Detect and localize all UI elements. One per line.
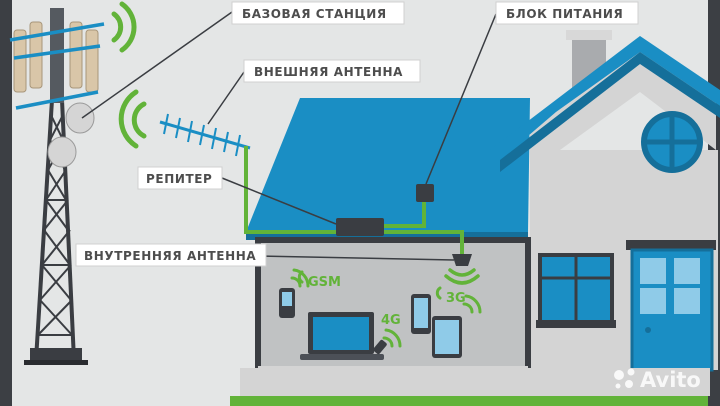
leader-lines — [81, 11, 497, 261]
label-repeater: РЕПИТЕР — [137, 166, 223, 190]
svg-text:БАЗОВАЯ СТАНЦИЯ: БАЗОВАЯ СТАНЦИЯ — [242, 7, 387, 21]
svg-text:БЛОК ПИТАНИЯ: БЛОК ПИТАНИЯ — [506, 7, 623, 21]
watermark-text: Avito — [640, 368, 701, 392]
label-external-antenna: ВНЕШНЯЯ АНТЕННА — [243, 59, 421, 83]
phone-device — [279, 268, 310, 318]
cable — [244, 202, 464, 254]
ground-line — [230, 396, 708, 406]
tablet-device — [432, 294, 482, 358]
laptop-device — [300, 312, 402, 360]
gsm-label: GSM — [308, 275, 341, 290]
label-base-station: БАЗОВАЯ СТАНЦИЯ — [231, 1, 405, 25]
usb-modem-device — [373, 339, 387, 355]
3g-label: 3G — [446, 291, 466, 306]
label-power-unit: БЛОК ПИТАНИЯ — [495, 1, 639, 25]
svg-text:ВНУТРЕННЯЯ АНТЕННА: ВНУТРЕННЯЯ АНТЕННА — [84, 249, 256, 263]
smartphone-device — [411, 294, 431, 334]
cell-tower — [9, 1, 137, 365]
svg-text:ВНЕШНЯЯ АНТЕННА: ВНЕШНЯЯ АНТЕННА — [254, 65, 403, 79]
4g-label: 4G — [381, 313, 401, 328]
3g-signal-icon — [435, 286, 442, 300]
repeater-unit — [336, 218, 384, 236]
avito-watermark: Avito — [614, 368, 701, 392]
left-dark-edge — [0, 0, 12, 406]
gsm-signal-icon — [297, 270, 304, 284]
house — [240, 30, 720, 396]
power-supply-unit — [416, 184, 434, 202]
internal-antenna — [444, 254, 480, 285]
svg-text:РЕПИТЕР: РЕПИТЕР — [146, 172, 212, 186]
external-antenna — [118, 89, 251, 210]
label-internal-antenna: ВНУТРЕННЯЯ АНТЕННА — [75, 243, 267, 267]
